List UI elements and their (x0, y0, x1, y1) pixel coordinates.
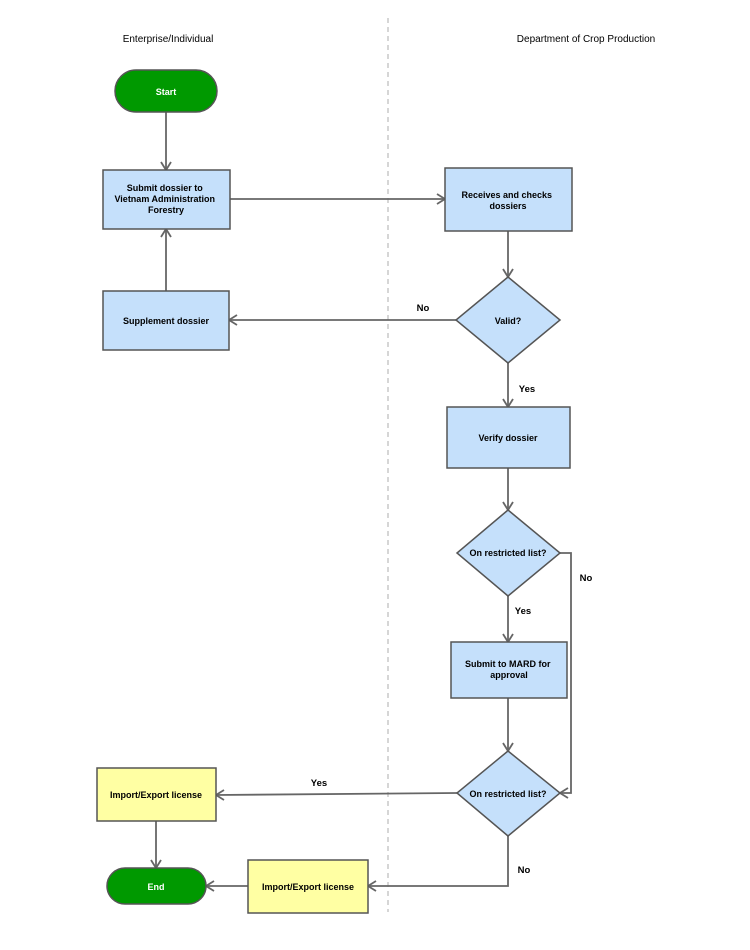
submit-mard-line-1: Submit to MARD for (465, 659, 551, 669)
import-export-license-box-2 (247, 859, 369, 914)
lane-title-crop-production: Department of Crop Production (517, 34, 655, 45)
edge-label-restricted2-no: No (518, 865, 531, 876)
start-terminal (114, 69, 218, 113)
submit-dossier-line-1: Submit dossier to (127, 183, 204, 193)
valid-label: Valid? (495, 316, 522, 326)
submit-dossier-label: Submit dossier to Vietnam Administration… (114, 183, 217, 215)
restricted-list-label-2: On restricted list? (469, 789, 546, 799)
supplement-dossier-label: Supplement dossier (123, 316, 210, 326)
verify-dossier-label: Verify dossier (478, 433, 538, 443)
edge-restricted1-no-to-restricted2 (560, 552, 572, 794)
import-export-license-label-2: Import/Export license (262, 882, 354, 892)
submit-dossier-line-3: Forestry (148, 205, 184, 215)
edge-label-valid-no: No (417, 303, 430, 314)
restricted-list-decision-2 (455, 750, 562, 837)
submit-mard-line-2: approval (490, 670, 528, 680)
lane-title-enterprise: Enterprise/Individual (123, 34, 214, 45)
submit-dossier-line-2: Vietnam Administration (114, 194, 215, 204)
valid-decision (454, 276, 562, 364)
end-label: End (148, 882, 165, 892)
edge-restricted2-no-to-license2 (368, 836, 509, 887)
edge-label-restricted1-no: No (580, 573, 593, 584)
restricted-list-label-1: On restricted list? (469, 548, 546, 558)
receives-checks-label: Receives and checks dossiers (461, 190, 554, 211)
restricted-list-decision-1 (455, 509, 562, 597)
edge-label-restricted2-yes: Yes (311, 778, 327, 789)
import-export-license-label-1: Import/Export license (110, 790, 202, 800)
submit-mard-label: Submit to MARD for approval (465, 659, 553, 680)
supplement-dossier-box (102, 290, 230, 351)
edge-label-valid-yes: Yes (519, 384, 535, 395)
receives-checks-line-2: dossiers (489, 201, 526, 211)
receives-checks-line-1: Receives and checks (461, 190, 552, 200)
verify-dossier-box (446, 406, 571, 469)
submit-mard-box (450, 641, 568, 699)
import-export-license-box-1 (96, 767, 217, 822)
end-terminal (106, 867, 207, 905)
edge-restricted2-yes-to-license1 (215, 792, 458, 796)
edge-label-restricted1-yes: Yes (515, 606, 531, 617)
start-label: Start (156, 87, 177, 97)
receives-checks-box (444, 167, 573, 232)
submit-dossier-box (102, 169, 231, 230)
